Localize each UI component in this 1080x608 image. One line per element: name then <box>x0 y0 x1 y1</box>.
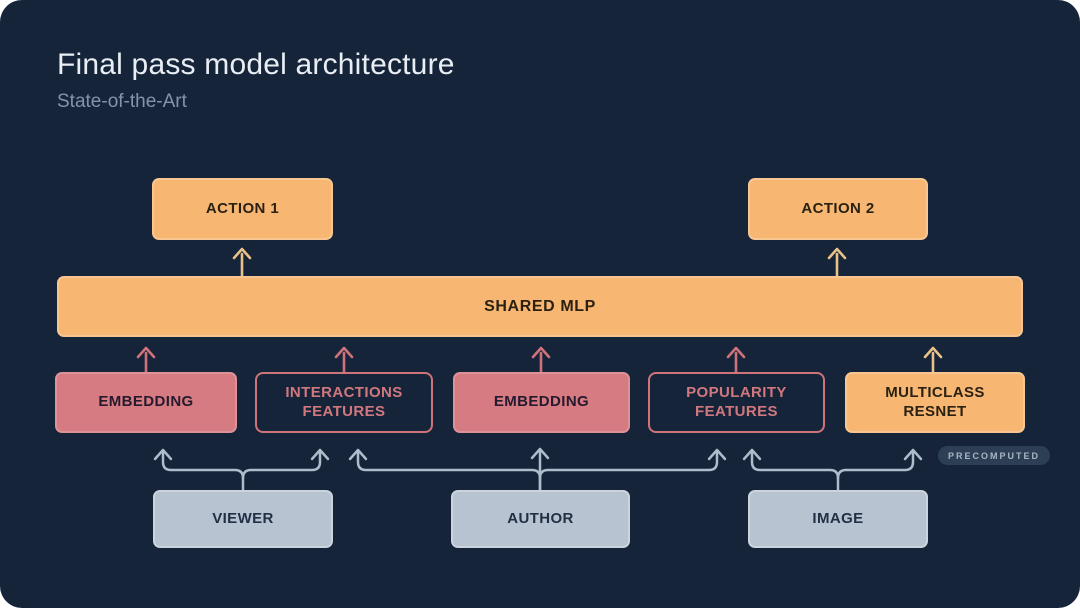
node-label: ACTION 1 <box>205 199 280 217</box>
arrowhead-up-icon <box>903 448 923 461</box>
node-label: SHARED MLP <box>484 297 596 315</box>
connector-line <box>538 449 719 480</box>
precomputed-badge: PRECOMPUTED <box>938 446 1051 465</box>
node-interactions-features: INTERACTIONS FEATURES <box>255 372 433 433</box>
arrows-mlp-to-actions <box>232 247 847 279</box>
connector-line <box>836 449 915 480</box>
connector-line <box>241 449 322 480</box>
node-multiclass-resnet: MULTICLASS RESNET <box>845 372 1025 433</box>
arrowhead-up-icon <box>136 346 156 359</box>
arrows-features-to-mlp <box>136 346 943 374</box>
arrowhead-up-icon <box>334 346 354 359</box>
arrowhead-up-icon <box>348 448 368 461</box>
node-label: INTERACTIONS FEATURES <box>285 383 403 420</box>
arrows-image <box>742 448 923 492</box>
node-label: AUTHOR <box>507 509 574 527</box>
arrowhead-up-icon <box>310 448 330 461</box>
arrowhead-up-icon <box>530 447 550 460</box>
arrowhead-up-icon <box>827 247 847 260</box>
node-label: EMBEDDING <box>98 393 194 411</box>
node-image: IMAGE <box>748 490 928 548</box>
arrows-viewer <box>153 448 330 492</box>
badge-label: PRECOMPUTED <box>948 450 1041 461</box>
arrowhead-up-icon <box>742 448 762 461</box>
node-action-1: ACTION 1 <box>152 178 333 240</box>
arrowhead-up-icon <box>232 247 252 260</box>
node-label: ACTION 2 <box>801 199 875 217</box>
connector-line <box>750 449 840 492</box>
arrows-author <box>348 447 727 492</box>
connector-line <box>356 449 542 492</box>
node-label: IMAGE <box>812 509 864 527</box>
node-author: AUTHOR <box>451 490 630 548</box>
arrowhead-up-icon <box>153 448 173 461</box>
title-block: Final pass model architecture State-of-t… <box>57 48 455 113</box>
node-label: MULTICLASS RESNET <box>885 383 985 420</box>
arrowhead-up-icon <box>923 346 943 359</box>
node-popularity-features: POPULARITY FEATURES <box>648 372 825 433</box>
connector-line <box>161 449 245 492</box>
arrowhead-up-icon <box>726 346 746 359</box>
node-viewer: VIEWER <box>153 490 333 548</box>
arrowhead-up-icon <box>531 346 551 359</box>
node-label: EMBEDDING <box>493 393 590 411</box>
slide-subtitle: State-of-the-Art <box>57 91 187 112</box>
node-action-2: ACTION 2 <box>748 178 928 240</box>
arrowhead-up-icon <box>707 448 727 461</box>
slide-title: Final pass model architecture <box>57 48 455 81</box>
node-embedding-viewer: EMBEDDING <box>55 372 237 433</box>
node-label: VIEWER <box>212 509 274 527</box>
node-shared-mlp: SHARED MLP <box>57 276 1023 337</box>
node-embedding-author: EMBEDDING <box>453 372 630 433</box>
node-label: POPULARITY FEATURES <box>686 383 787 420</box>
